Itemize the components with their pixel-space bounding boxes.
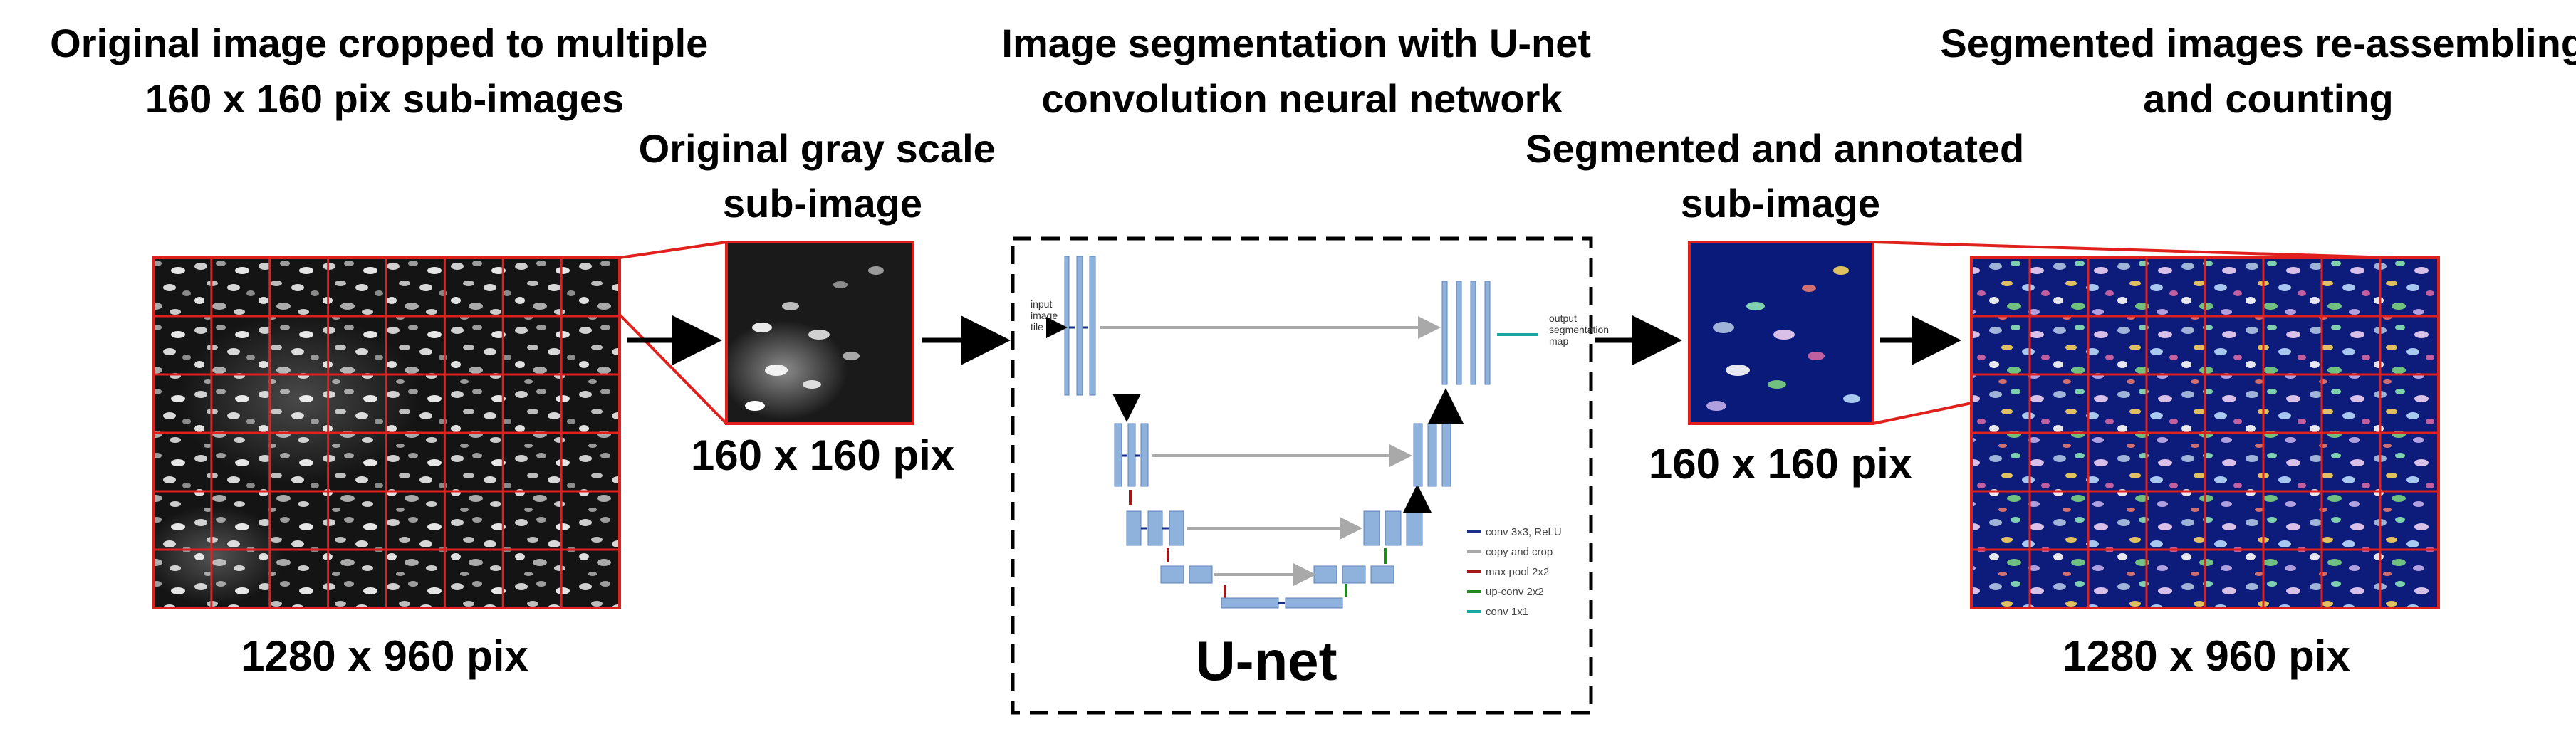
heading-step4: Segmented and annotated sub-image (1526, 126, 2035, 226)
result-image (1970, 256, 2440, 609)
heading-step4-line2: sub-image (1681, 181, 1880, 226)
heading-step3-line2: convolution neural network (1041, 76, 1563, 121)
heading-step3-line1: Image segmentation with U-net (1001, 21, 1591, 65)
zoom-line-top (619, 241, 727, 259)
heading-step3: Image segmentation with U-net convolutio… (1001, 21, 1602, 121)
unet-block (1313, 565, 1337, 584)
zoom-line-bottom (618, 313, 728, 425)
legend-label: max pool 2x2 (1486, 566, 1549, 578)
crop-grid (153, 258, 620, 608)
unet-block (1441, 423, 1451, 487)
heading-step1: Original image cropped to multiple 160 x… (50, 21, 719, 121)
legend-label: up-conv 2x2 (1486, 586, 1544, 598)
unet-block (1406, 510, 1423, 546)
unet-block (1189, 565, 1213, 584)
unet-block (1363, 510, 1380, 546)
unet-block (1285, 597, 1343, 609)
original-image (142, 256, 621, 609)
heading-step1-line2: 160 x 160 pix sub-images (145, 76, 624, 121)
size-label-sub-segmented: 160 x 160 pix (1649, 440, 1912, 488)
reassembly-grid (1971, 258, 2439, 608)
unet-block (1470, 281, 1476, 385)
legend-label: conv 3x3, ReLU (1486, 526, 1562, 538)
unet-block (1370, 565, 1394, 584)
unet-block (1413, 423, 1423, 487)
unet-legend: conv 3x3, ReLU copy and crop max pool 2x2 u… (1467, 526, 1562, 618)
unet-block (1484, 281, 1491, 385)
size-label-sub-gray: 160 x 160 pix (691, 431, 954, 479)
unet-block (1221, 597, 1279, 609)
unet-block (1127, 423, 1136, 487)
unet-block (1126, 510, 1142, 546)
unet-block (1456, 281, 1462, 385)
heading-step1-line1: Original image cropped to multiple (50, 21, 708, 65)
unet-output-label: output segmentation map (1549, 313, 1612, 347)
unet-block (1160, 565, 1184, 584)
gray-sub-image (719, 241, 914, 425)
segmented-sub-image (1688, 241, 1874, 425)
unet-block (1427, 423, 1437, 487)
unet-block (1140, 423, 1149, 487)
unet-block (1089, 256, 1096, 396)
unet-panel: input image tile output segmentation map (1011, 236, 1612, 715)
unet-title: U-net (1195, 629, 1337, 692)
unet-block (1064, 256, 1070, 396)
unet-block (1076, 256, 1083, 396)
unet-block (1147, 510, 1163, 546)
size-label-result: 1280 x 960 pix (2063, 632, 2350, 680)
unet-block (1342, 565, 1366, 584)
unet-input-label: input image tile (1031, 298, 1060, 332)
heading-step5: Segmented images re-assembling and count… (1940, 21, 2576, 121)
legend-label: conv 1x1 (1486, 606, 1528, 618)
heading-step4-line1: Segmented and annotated (1526, 126, 2024, 171)
legend-label: copy and crop (1486, 546, 1553, 558)
heading-step5-line1: Segmented images re-assembling (1940, 21, 2576, 65)
heading-step2-line2: sub-image (723, 181, 922, 226)
heading-step2-line1: Original gray scale (639, 126, 996, 171)
unet-block (1169, 510, 1184, 546)
size-label-original: 1280 x 960 pix (241, 632, 528, 680)
heading-step5-line2: and counting (2143, 76, 2394, 121)
heading-step2: Original gray scale sub-image (639, 126, 1007, 226)
unet-block (1441, 281, 1448, 385)
unet-block (1114, 423, 1122, 487)
unet-block (1385, 510, 1402, 546)
zoom-line-result-top (1872, 241, 2394, 259)
